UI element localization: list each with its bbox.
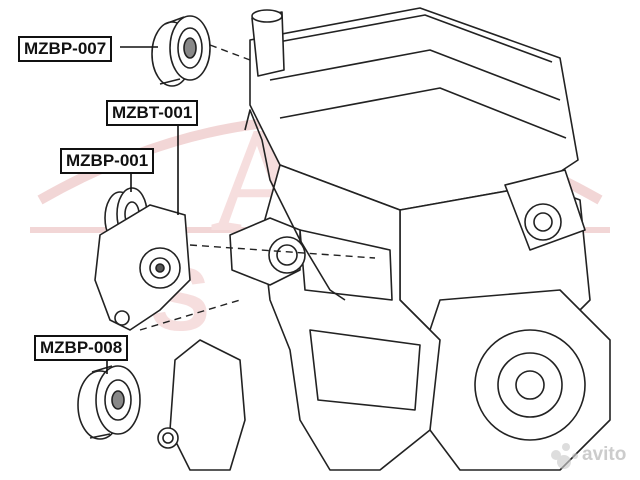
engine-block [157, 7, 611, 471]
pulley-mzbp-007 [151, 15, 211, 87]
label-mzbp-007: MZBP-007 [18, 36, 113, 62]
dashed-leader-lines [139, 44, 376, 331]
label-mzbt-001: MZBT-001 [106, 100, 199, 126]
label-mzbp-001: MZBP-001 [60, 148, 155, 174]
tensioner-assembly [94, 187, 191, 331]
avito-watermark-text: avito [582, 444, 627, 465]
label-mzbp-008: MZBP-008 [34, 335, 129, 361]
pulley-mzbp-008 [77, 365, 141, 440]
avito-watermark [551, 443, 578, 469]
